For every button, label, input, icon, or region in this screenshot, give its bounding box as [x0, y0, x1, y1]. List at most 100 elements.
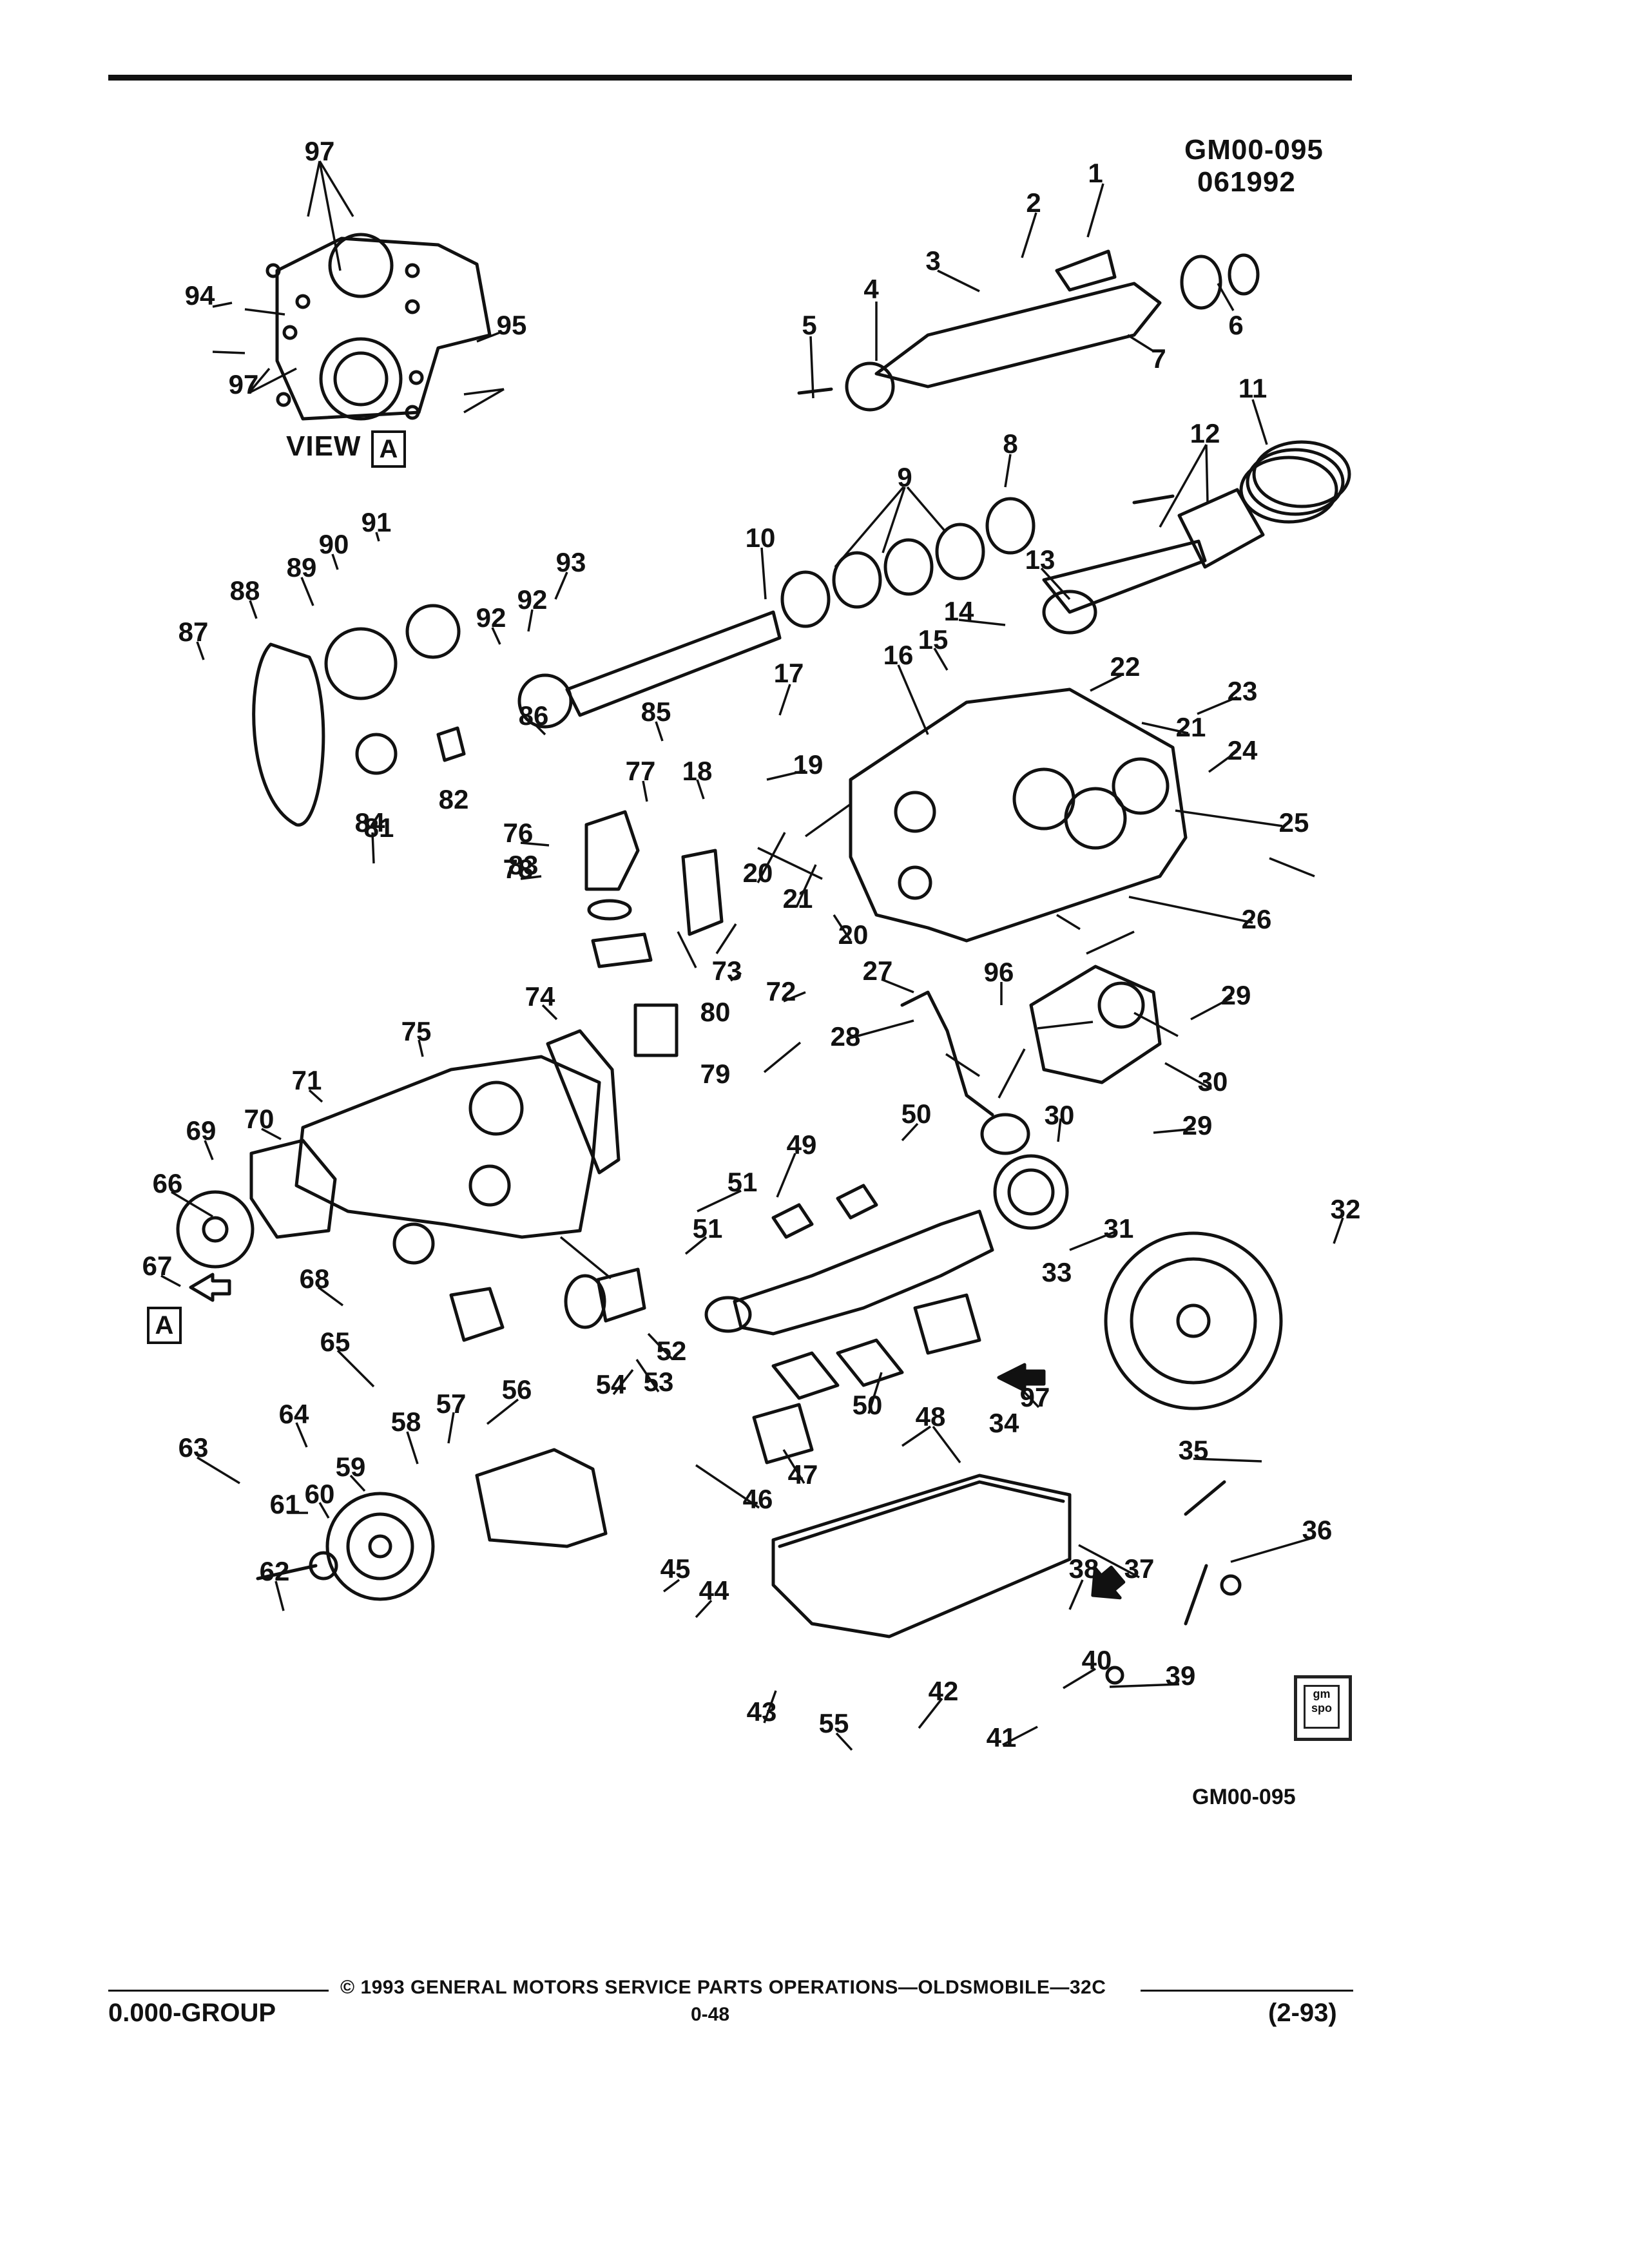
leader-line-62 — [684, 1236, 708, 1255]
callout-29: 29 — [1221, 980, 1251, 1010]
callout-97: 97 — [1020, 1382, 1050, 1412]
leader-line-32 — [1333, 1217, 1344, 1244]
callout-8: 8 — [1003, 428, 1017, 459]
callout-51: 51 — [693, 1213, 723, 1244]
starter-motor — [1029, 965, 1162, 1084]
callout-90: 90 — [319, 529, 349, 559]
callout-4: 4 — [863, 274, 879, 304]
leader-line-undefined — [212, 302, 233, 308]
crank-bore — [319, 337, 403, 421]
leader-line-undefined — [318, 160, 354, 217]
callout-86: 86 — [519, 700, 549, 731]
bolt-hole — [405, 405, 420, 420]
footer-revision: (2-93) — [1268, 1999, 1337, 2027]
callout-88: 88 — [230, 575, 260, 606]
leader-line-73 — [275, 1581, 285, 1611]
leader-line-46 — [1193, 1457, 1262, 1463]
leader-line-47 — [1230, 1536, 1315, 1563]
leader-line-50 — [1109, 1683, 1180, 1688]
leader-line-34 — [1086, 930, 1135, 955]
leader-line-9 — [906, 486, 947, 533]
leader-line-42 — [677, 931, 697, 968]
callout-19: 19 — [793, 749, 824, 780]
leader-line-28 — [847, 1019, 914, 1040]
callout-87: 87 — [178, 617, 209, 647]
callout-50: 50 — [853, 1390, 883, 1420]
leader-line-76 — [336, 1349, 375, 1388]
leader-line-30 — [1057, 1118, 1062, 1142]
callout-29: 29 — [1182, 1110, 1213, 1140]
dipstick-handle — [1184, 1480, 1226, 1516]
leader-line-9 — [834, 486, 905, 568]
callout-54: 54 — [596, 1369, 626, 1399]
oil-pan — [771, 1474, 1072, 1639]
callout-49: 49 — [787, 1129, 817, 1160]
callout-94: 94 — [185, 280, 215, 311]
callout-65: 65 — [320, 1327, 351, 1357]
leader-line-35 — [1056, 914, 1081, 930]
front-seal — [392, 1222, 435, 1265]
callout-59: 59 — [336, 1452, 366, 1482]
leader-line-67 — [486, 1398, 519, 1425]
footer-rule-left — [108, 1990, 329, 1992]
callout-64: 64 — [279, 1399, 309, 1429]
callout-70: 70 — [244, 1104, 275, 1134]
callout-35: 35 — [1179, 1435, 1209, 1465]
leader-line-43 — [757, 847, 823, 880]
leader-line-24 — [1208, 750, 1239, 773]
leader-line-38 — [998, 1048, 1026, 1099]
callout-74: 74 — [525, 981, 555, 1012]
cam-bearing — [883, 538, 934, 596]
leader-line-20 — [757, 832, 786, 883]
callout-48: 48 — [916, 1401, 946, 1432]
balance-shaft — [874, 282, 1162, 389]
leader-line-58 — [776, 1153, 796, 1198]
piston-ring — [1239, 456, 1338, 524]
leader-line-27 — [881, 978, 914, 994]
leader-line-80 — [204, 1140, 214, 1160]
view-a-box: A — [371, 430, 406, 468]
leader-line-74 — [197, 1456, 240, 1485]
leader-line-undefined — [318, 160, 342, 271]
engine-block — [849, 687, 1188, 943]
callout-60: 60 — [305, 1479, 335, 1509]
leader-line-39 — [945, 1053, 980, 1077]
callout-38: 38 — [1069, 1553, 1099, 1584]
leader-line-79 — [317, 1286, 344, 1307]
leader-line-48 — [1078, 1544, 1140, 1579]
flywheel-hub — [1176, 1303, 1211, 1338]
callout-62: 62 — [260, 1556, 290, 1586]
crankshaft — [733, 1209, 994, 1336]
leader-line-95 — [331, 553, 339, 570]
leader-line-18 — [696, 779, 705, 800]
leader-line-undefined — [247, 367, 271, 394]
leader-line-7 — [1127, 334, 1154, 352]
leader-line-44 — [804, 803, 852, 838]
bearing-shell — [836, 1338, 904, 1387]
leader-line-1 — [1086, 183, 1104, 238]
callout-95: 95 — [497, 310, 527, 340]
oil-pickup-screen — [980, 1113, 1030, 1155]
callout-63: 63 — [178, 1432, 209, 1463]
callout-67: 67 — [142, 1251, 173, 1281]
gmspo-logo: gm spo — [1294, 1675, 1352, 1741]
leader-line-undefined — [212, 351, 246, 354]
leader-line-97 — [554, 572, 568, 600]
leader-line-53 — [695, 1599, 713, 1619]
callout-58: 58 — [391, 1407, 421, 1437]
leader-line-91 — [655, 721, 664, 742]
block-bore — [894, 791, 936, 833]
leader-line-86 — [418, 1039, 424, 1057]
chain-tensioner — [436, 726, 466, 762]
footer-copyright: © 1993 GENERAL MOTORS SERVICE PARTS OPER… — [340, 1977, 1106, 1998]
callout-23: 23 — [1228, 676, 1258, 706]
callout-78: 78 — [503, 854, 534, 884]
oil-pump-housing — [584, 810, 640, 891]
camshaft — [565, 610, 782, 717]
timing-cover-outline — [275, 236, 492, 421]
callout-69: 69 — [186, 1115, 217, 1146]
piston-ring — [1246, 448, 1345, 516]
callout-9: 9 — [897, 462, 912, 492]
leader-line-78 — [160, 1274, 181, 1287]
leader-line-83 — [783, 991, 806, 1003]
